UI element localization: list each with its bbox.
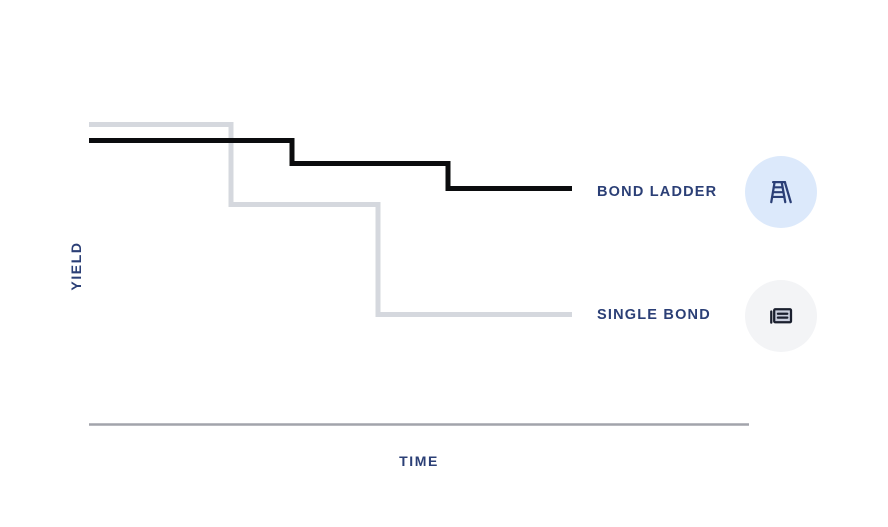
bond-certificate-icon [745, 280, 817, 352]
ladder-icon-glyph [770, 181, 792, 204]
series-label-single-bond: SINGLE BOND [597, 307, 711, 323]
x-axis-label: TIME [399, 453, 439, 469]
bond-certificate-icon-glyph [770, 308, 793, 324]
y-axis-label: YIELD [68, 241, 84, 291]
ladder-icon [745, 156, 817, 228]
series-line-single-bond [89, 122, 572, 317]
series-label-bond-ladder: BOND LADDER [597, 184, 718, 200]
series-line-bond-ladder [89, 138, 572, 191]
